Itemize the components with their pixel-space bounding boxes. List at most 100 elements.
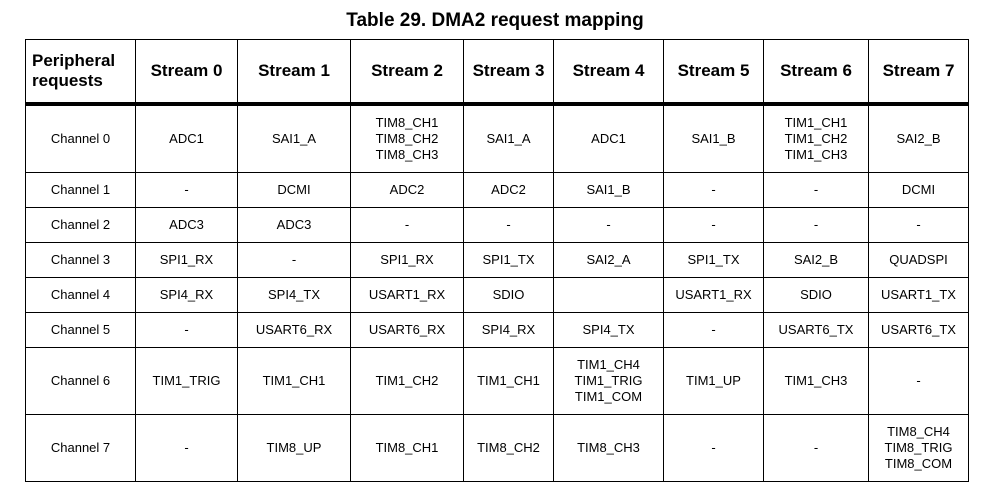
cell-text: TIM8_CH3 bbox=[375, 147, 439, 162]
table-cell: - bbox=[763, 172, 869, 208]
cell-text: TIM1_COM bbox=[574, 389, 643, 404]
cell-text: SAI1_B bbox=[691, 131, 736, 146]
table-cell: TIM8_CH1 bbox=[350, 414, 464, 482]
table-cell: ADC2 bbox=[350, 172, 464, 208]
table-cell: ADC2 bbox=[463, 172, 554, 208]
cell-text: SPI4_TX bbox=[582, 322, 635, 337]
table-cell: SPI4_RX bbox=[135, 277, 238, 313]
table-cell: TIM1_TRIG bbox=[135, 347, 238, 415]
cell-text: SPI1_TX bbox=[687, 252, 740, 267]
header-stream-0: Stream 0 bbox=[135, 39, 238, 106]
table-cell bbox=[553, 277, 664, 313]
table-cell: DCMI bbox=[237, 172, 351, 208]
table-cell: USART1_TX bbox=[868, 277, 969, 313]
table-cell: - bbox=[237, 242, 351, 278]
cell-text: SDIO bbox=[800, 287, 832, 302]
table-cell: USART6_TX bbox=[868, 312, 969, 348]
table-cell: - bbox=[463, 207, 554, 243]
cell-text: - bbox=[916, 217, 921, 232]
cell-text: TIM8_CH1 bbox=[375, 115, 439, 130]
table-cell: ADC1 bbox=[553, 103, 664, 173]
cell-text: SPI4_TX bbox=[267, 287, 321, 302]
channel-label: Channel 5 bbox=[25, 312, 136, 348]
channel-label: Channel 0 bbox=[25, 103, 136, 173]
channel-label: Channel 2 bbox=[25, 207, 136, 243]
table-cell: SAI1_A bbox=[463, 103, 554, 173]
table-cell: - bbox=[135, 414, 238, 482]
cell-text: TIM1_CH1 bbox=[262, 373, 326, 388]
cell-text: TIM1_CH1 bbox=[784, 115, 848, 130]
cell-text: TIM1_CH3 bbox=[784, 373, 848, 388]
table-cell: USART6_RX bbox=[237, 312, 351, 348]
cell-text: SAI1_A bbox=[486, 131, 531, 146]
table-cell: - bbox=[763, 414, 869, 482]
cell-text: TIM8_TRIG bbox=[884, 440, 953, 455]
cell-text: DCMI bbox=[277, 182, 311, 197]
table-cell: ADC3 bbox=[135, 207, 238, 243]
table-cell: - bbox=[663, 207, 764, 243]
table-cell: - bbox=[868, 207, 969, 243]
table-cell: - bbox=[553, 207, 664, 243]
header-stream-7: Stream 7 bbox=[868, 39, 969, 106]
cell-text: DCMI bbox=[901, 182, 936, 197]
table-cell: SAI2_A bbox=[553, 242, 664, 278]
header-stream-2: Stream 2 bbox=[350, 39, 464, 106]
cell-text: SPI4_RX bbox=[481, 322, 536, 337]
table-cell: - bbox=[135, 312, 238, 348]
table-cell: QUADSPI bbox=[868, 242, 969, 278]
table-cell: TIM1_CH3 bbox=[763, 347, 869, 415]
cell-text: - bbox=[291, 252, 297, 267]
cell-text: TIM8_CH2 bbox=[375, 131, 439, 146]
cell-text: TIM8_CH4 bbox=[887, 424, 950, 439]
cell-text: USART6_TX bbox=[881, 322, 956, 337]
cell-text: TIM8_CH2 bbox=[477, 440, 540, 455]
table-cell: SDIO bbox=[763, 277, 869, 313]
cell-text: TIM1_TRIG bbox=[574, 373, 643, 388]
cell-text: SPI1_TX bbox=[482, 252, 535, 267]
table-cell: SPI4_TX bbox=[553, 312, 664, 348]
table-cell: SAI2_B bbox=[763, 242, 869, 278]
channel-label: Channel 7 bbox=[25, 414, 136, 482]
table-cell: USART1_RX bbox=[663, 277, 764, 313]
cell-text: TIM1_CH2 bbox=[375, 373, 439, 388]
header-stream-1: Stream 1 bbox=[237, 39, 351, 106]
table-cell: TIM8_UP bbox=[237, 414, 351, 482]
cell-text: USART6_RX bbox=[368, 322, 446, 337]
table-cell: SPI4_TX bbox=[237, 277, 351, 313]
cell-text: TIM1_CH1 bbox=[477, 373, 540, 388]
cell-text: QUADSPI bbox=[889, 252, 948, 267]
table-cell: TIM1_UP bbox=[663, 347, 764, 415]
cell-text: - bbox=[184, 182, 189, 197]
cell-text: SAI2_A bbox=[586, 252, 631, 267]
header-stream-3: Stream 3 bbox=[463, 39, 554, 106]
channel-label: Channel 1 bbox=[25, 172, 136, 208]
table-cell: ADC3 bbox=[237, 207, 351, 243]
channel-label: Channel 3 bbox=[25, 242, 136, 278]
table-cell: - bbox=[763, 207, 869, 243]
table-cell: SDIO bbox=[463, 277, 554, 313]
cell-text: ADC3 bbox=[169, 217, 204, 232]
cell-text: TIM1_UP bbox=[686, 373, 741, 388]
cell-text: - bbox=[506, 217, 511, 232]
table-cell: USART1_RX bbox=[350, 277, 464, 313]
header-peripheral-requests: Peripheral requests bbox=[25, 39, 136, 106]
cell-text: TIM8_UP bbox=[266, 440, 322, 455]
table-cell: - bbox=[663, 172, 764, 208]
cell-text: TIM8_COM bbox=[884, 456, 953, 471]
cell-text: USART6_TX bbox=[778, 322, 854, 337]
table-cell: - bbox=[135, 172, 238, 208]
header-stream-6: Stream 6 bbox=[763, 39, 869, 106]
cell-text: - bbox=[404, 217, 410, 232]
cell-text: - bbox=[813, 217, 819, 232]
cell-text: SPI4_RX bbox=[159, 287, 214, 302]
